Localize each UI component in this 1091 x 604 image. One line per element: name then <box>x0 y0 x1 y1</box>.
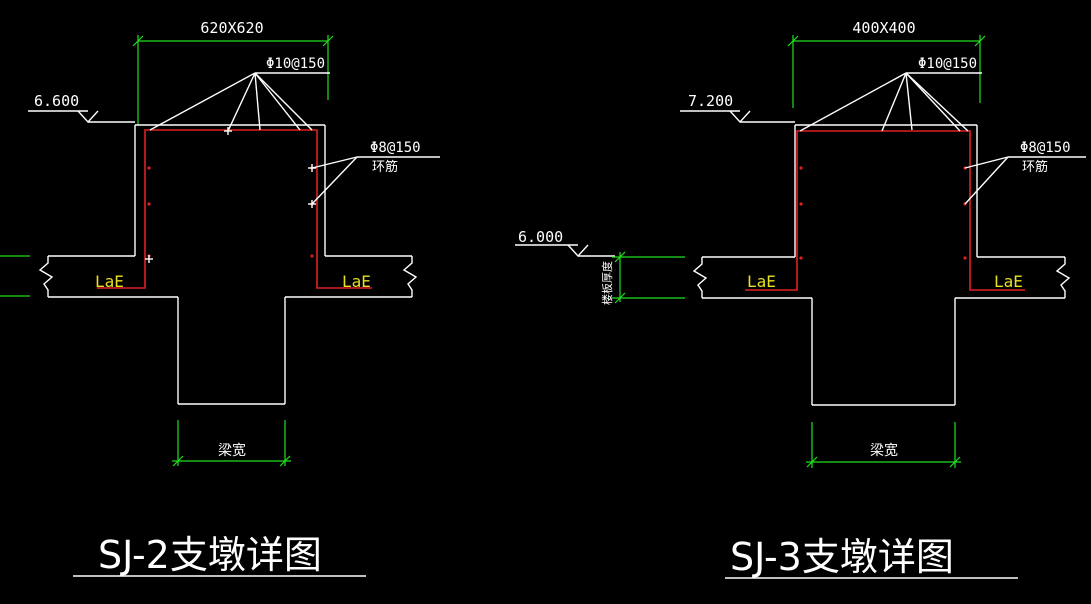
anchor-label-left: LaE <box>747 272 776 291</box>
title-sj3: SJ-3支墩详图 <box>730 535 954 579</box>
elevation-marker-lower: 6.000 <box>515 228 615 258</box>
top-rebar-leader: Φ10@150 <box>149 56 330 132</box>
pier-width-dimension: 400X400 <box>787 19 986 108</box>
stirrup-leader: Φ8@150 环筋 <box>311 140 440 205</box>
top-rebar-label: Φ10@150 <box>266 56 325 72</box>
detail-title: SJ-3支墩详图 <box>725 535 1018 579</box>
beam-width-dimension: 梁宽 <box>172 420 291 467</box>
anchor-label-right: LaE <box>994 272 1023 291</box>
detail-sj2: 620X620 6.600 <box>0 19 440 577</box>
slab-thickness-dimension: 楼板厚度 <box>600 251 685 305</box>
slab-thickness-label: 楼板厚度 <box>600 261 614 305</box>
pier-width-dimension: 620X620 <box>132 19 334 125</box>
anchor-label-right: LaE <box>342 272 371 291</box>
top-rebar-label: Φ10@150 <box>918 56 977 72</box>
elevation-label: 6.600 <box>34 92 79 110</box>
crosshair-marks <box>145 127 316 263</box>
stirrup-leader: Φ8@150 环筋 <box>964 140 1086 205</box>
pier-size-label: 400X400 <box>852 19 915 37</box>
stirrup-label: 环筋 <box>1022 159 1048 175</box>
beam-width-label: 梁宽 <box>870 442 898 459</box>
beam-width-dimension: 梁宽 <box>806 422 961 468</box>
rebar-cage <box>745 130 1025 291</box>
detail-title: SJ-2支墩详图 <box>73 533 366 577</box>
beam-width-label: 梁宽 <box>218 442 246 459</box>
elevation-marker-upper: 7.200 <box>680 92 795 124</box>
title-sj2: SJ-2支墩详图 <box>98 533 322 577</box>
anchor-label-left: LaE <box>95 272 124 291</box>
elevation-marker: 6.600 <box>28 92 135 124</box>
concrete-outline <box>692 124 1071 406</box>
rebar-cage <box>97 129 372 289</box>
stirrup-rebar-label: Φ8@150 <box>370 140 421 156</box>
detail-sj3: 400X400 7.200 6.000 楼板厚度 <box>515 19 1086 579</box>
stirrup-label: 环筋 <box>372 159 398 175</box>
concrete-outline <box>0 124 418 405</box>
pier-size-label: 620X620 <box>200 19 263 37</box>
elevation-lower-label: 6.000 <box>518 228 563 246</box>
top-rebar-leader: Φ10@150 <box>799 56 982 132</box>
stirrup-rebar-label: Φ8@150 <box>1020 140 1071 156</box>
elevation-label: 7.200 <box>688 92 733 110</box>
